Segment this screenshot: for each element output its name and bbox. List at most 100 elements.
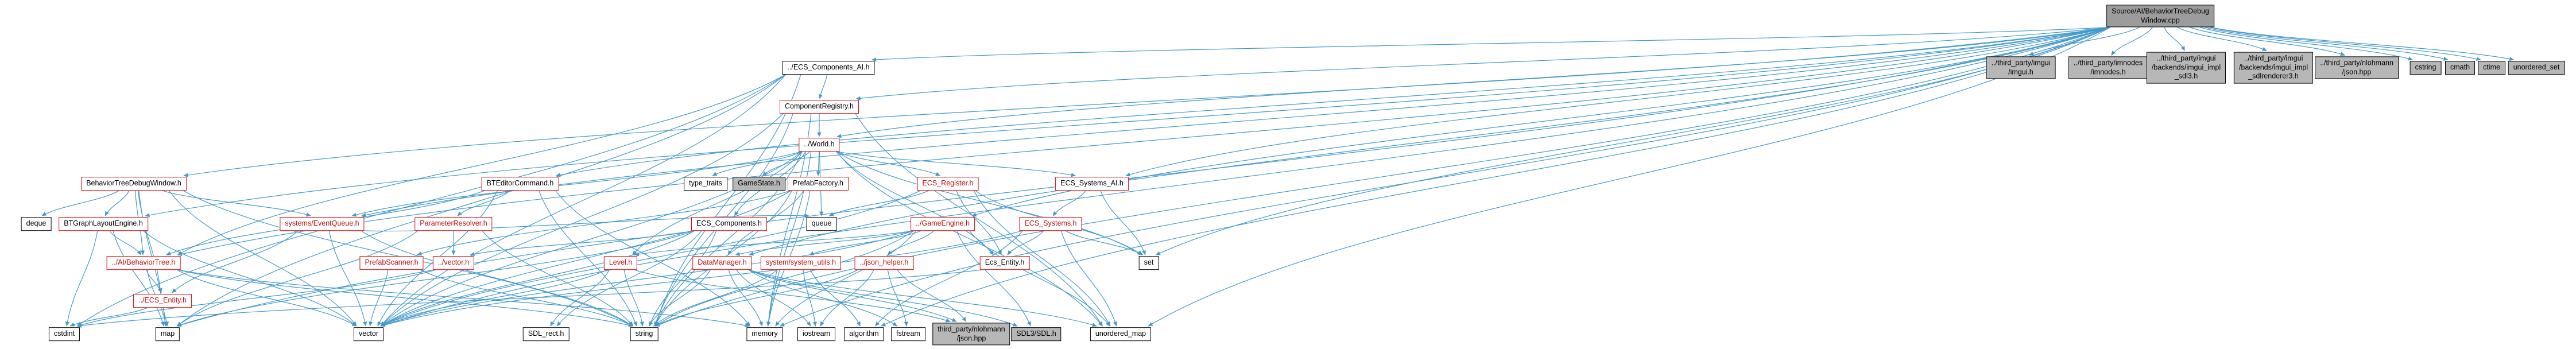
include-edge-main--unordered_set (2210, 27, 2515, 61)
graph-node-level[interactable]: Level.h (603, 256, 638, 270)
include-edge-bt_debug_window--bt_graph_layout (104, 190, 130, 216)
node-label-line: map (160, 329, 175, 338)
graph-node-vector_h[interactable]: ../vector.h (432, 256, 475, 270)
include-edge-main--ecs_components_ai (871, 27, 2110, 62)
include-edge-world--ecs_systems_ai (836, 151, 1076, 177)
graph-node-queue: queue (806, 217, 837, 231)
graph-node-data_manager[interactable]: DataManager.h (692, 256, 752, 270)
include-edge-system_utils--iostream (803, 269, 818, 327)
graph-node-ecs_systems[interactable]: ECS_Systems.h (1019, 217, 1082, 231)
graph-node-cstring: cstring (2410, 61, 2442, 75)
node-label-line: cstring (2415, 63, 2436, 72)
include-edge-bt_graph_layout--vector (142, 230, 357, 327)
include-edge-data_manager--sdl3 (748, 269, 1018, 327)
graph-node-prefab_scanner[interactable]: PrefabScanner.h (359, 256, 424, 270)
graph-node-vector: vector (353, 327, 384, 341)
graph-node-ecs_entity_outer[interactable]: ../ECS_Entity.h (133, 294, 192, 308)
node-label-line: cmath (2450, 63, 2470, 72)
node-label-line: /imgui.h (2008, 68, 2033, 76)
node-label-line: ECS_Systems_AI.h (1060, 179, 1124, 188)
include-edge-ecs_systems--algorithm (875, 230, 1023, 327)
graph-node-component_registry[interactable]: ComponentRegistry.h (780, 100, 859, 114)
graph-node-bt_graph_layout[interactable]: BTGraphLayoutEngine.h (59, 217, 148, 231)
include-edge-bt_graph_layout--cstdint (65, 230, 98, 327)
include-edge-ecs_systems--unordered_map (1060, 230, 1117, 327)
include-edge-data_manager--iostream (736, 269, 811, 327)
include-edge-main--ctime (2210, 27, 2481, 61)
graph-node-ai_behavior_tree[interactable]: ../AI/BehaviorTree.h (106, 256, 181, 270)
node-label-line: ../third_party/imgui (2156, 54, 2216, 63)
include-edge-ecs_components_ai--cstdint (76, 74, 786, 327)
include-edge-ecs_register--queue (828, 190, 929, 216)
include-edge-main--imgui_impl_sdlrenderer3 (2177, 27, 2267, 52)
include-edge-system_utils--string (653, 269, 778, 327)
graph-node-json_top: ../third_party/nlohmann/json.hpp (2315, 56, 2399, 79)
include-edge-bt_graph_layout--ai_behavior_tree (109, 230, 142, 255)
include-edge-world--level (632, 151, 803, 255)
node-label-line: unordered_map (1095, 329, 1146, 338)
graph-node-imgui_impl_sdlrenderer3: ../third_party/imgui/backends/imgui_impl… (2233, 52, 2314, 84)
graph-node-imgui: ../third_party/imgui/imgui.h (1986, 56, 2056, 79)
graph-node-game_engine[interactable]: ../GameEngine.h (911, 217, 975, 231)
include-edge-level--sdl_rect (550, 269, 610, 327)
node-label-line: cstdint (53, 329, 75, 338)
include-edge-ecs_components--string (649, 230, 717, 327)
graph-node-world[interactable]: ../World.h (799, 138, 840, 152)
include-edge-ai_behavior_tree--memory (177, 269, 750, 328)
graph-node-ctime: ctime (2478, 61, 2505, 75)
node-label-line: PrefabFactory.h (792, 179, 844, 188)
graph-node-ecs_entity_inner[interactable]: Ecs_Entity.h (979, 256, 1030, 270)
include-edge-json_helper--fstream (887, 269, 908, 327)
node-label-line: string (635, 329, 653, 338)
include-edge-main--game_engine (971, 27, 2110, 217)
include-edge-game_engine--json_helper (887, 230, 935, 255)
node-label-line: ParameterResolver.h (420, 219, 487, 228)
graph-node-prefab_factory[interactable]: PrefabFactory.h (787, 177, 849, 191)
node-label-line: ../vector.h (437, 258, 470, 267)
include-edge-bt_editor_command--string (538, 190, 637, 327)
include-edge-bt_debug_window--event_queue (162, 190, 311, 217)
node-label-line: Level.h (609, 258, 633, 267)
include-edge-ecs_register--vector (380, 190, 921, 327)
graph-node-bt_debug_window[interactable]: BehaviorTreeDebugWindow.h (81, 177, 187, 191)
node-label-line: ../third_party/imnodes (2073, 59, 2143, 67)
graph-node-unordered_set: unordered_set (2508, 61, 2565, 75)
graph-node-string: string (630, 327, 658, 341)
graph-node-parameter_resolver[interactable]: ParameterResolver.h (415, 217, 493, 231)
include-edge-main--ai_behavior_tree (177, 27, 2110, 257)
graph-node-ecs_register[interactable]: ECS_Register.h (917, 177, 979, 191)
include-edge-main--algorithm (881, 27, 2110, 327)
include-edge-game_engine--system_utils (809, 230, 922, 255)
node-label-line: ../World.h (804, 140, 835, 149)
include-edge-event_queue--ecs_entity_outer (172, 230, 299, 293)
node-label-line: ../third_party/imgui (2244, 54, 2303, 63)
include-edge-main--unordered_map (1148, 27, 2110, 327)
graph-node-bt_editor_command[interactable]: BTEditorCommand.h (481, 177, 559, 191)
include-edge-game_engine--sdl3 (956, 230, 1031, 327)
node-label-line: /json.hpp (2342, 68, 2372, 76)
include-edge-data_manager--json_bottom (748, 269, 957, 322)
graph-node-ecs_systems_ai[interactable]: ECS_Systems_AI.h (1055, 177, 1129, 191)
node-label-line: ECS_Systems.h (1024, 219, 1077, 228)
node-label-line: ../json_helper.h (859, 258, 909, 267)
node-label-line: queue (811, 219, 832, 228)
include-edge-ecs_register--unordered_map (973, 190, 1111, 327)
graph-node-iostream: iostream (797, 327, 835, 341)
node-label-line: /backends/imgui_impl (2151, 63, 2221, 72)
node-label-line: GameState.h (738, 179, 780, 188)
graph-node-event_queue[interactable]: systems/EventQueue.h (280, 217, 365, 231)
include-edge-ecs_systems--vector (380, 230, 1023, 327)
node-label-line: ../ECS_Components_AI.h (787, 63, 870, 72)
node-label-line: DataManager.h (698, 258, 747, 267)
include-edge-level--string (623, 269, 644, 327)
node-label-line: set (1144, 258, 1154, 267)
graph-node-ecs_components_ai[interactable]: ../ECS_Components_AI.h (782, 61, 875, 75)
include-edge-ecs_entity_outer--cstdint (69, 307, 148, 327)
node-label-line: _sdlrenderer3.h (2248, 72, 2299, 80)
graph-node-system_utils[interactable]: system/system_utils.h (760, 256, 842, 270)
include-edge-main--map (176, 27, 2110, 327)
graph-node-ecs_components[interactable]: ECS_Components.h (691, 217, 767, 231)
include-edge-data_manager--unordered_map (748, 269, 1097, 327)
include-edge-bt_editor_command--memory (555, 190, 750, 327)
graph-node-json_helper[interactable]: ../json_helper.h (854, 256, 914, 270)
